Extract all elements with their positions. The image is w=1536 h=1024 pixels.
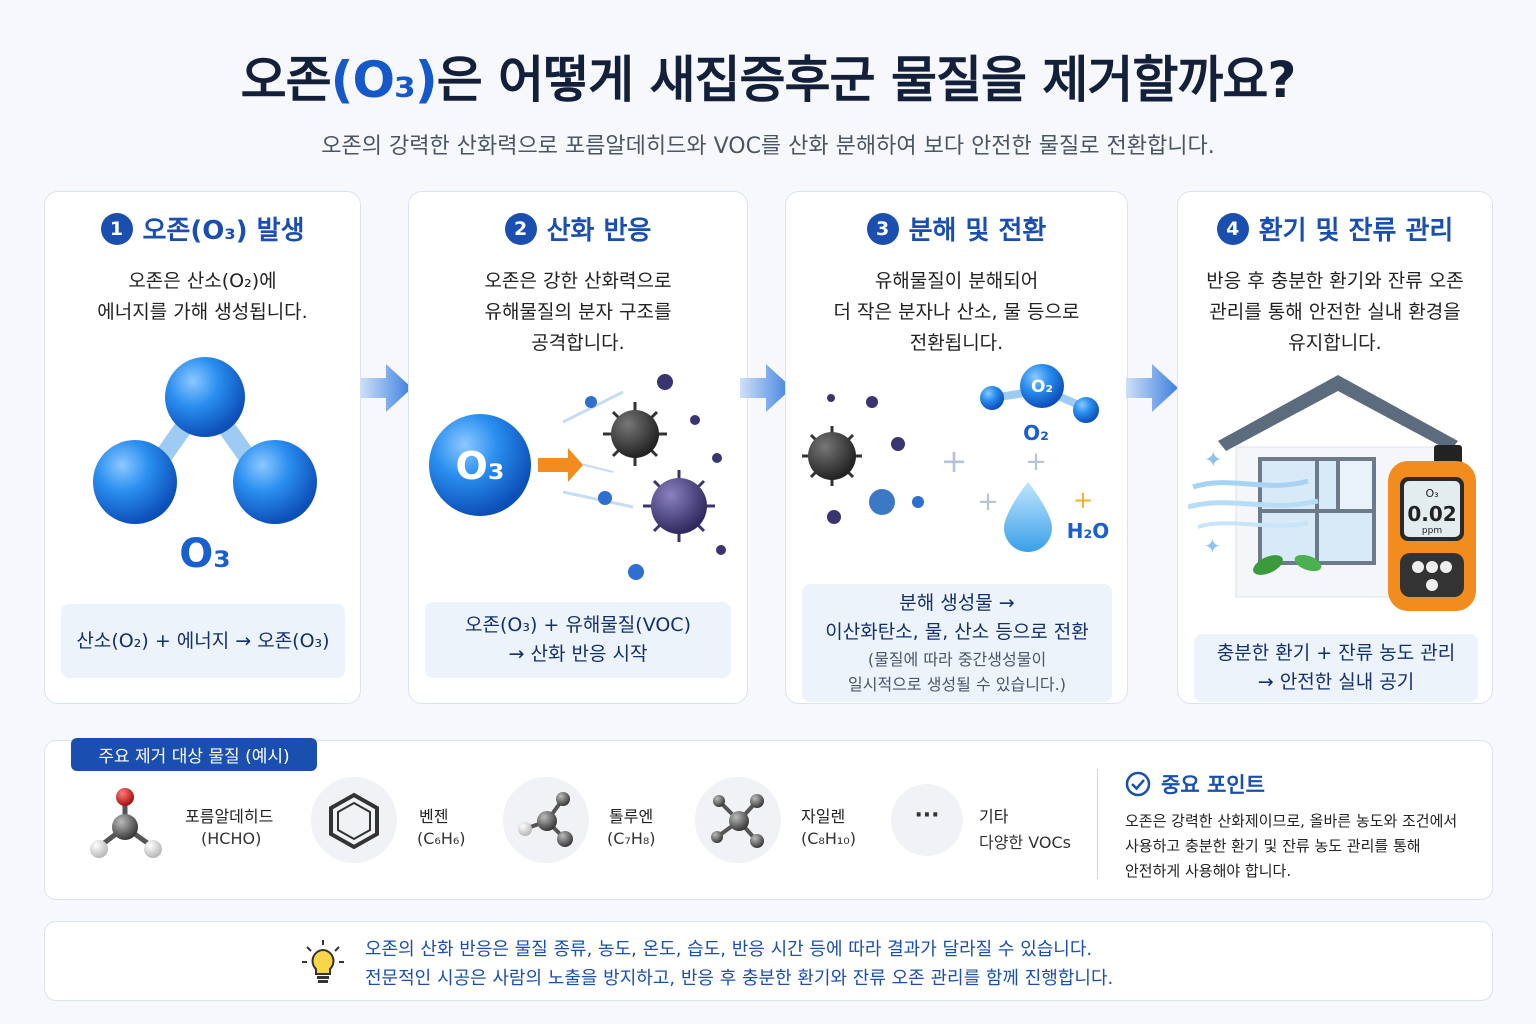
oxidation-reaction-illustration: O₃ [429, 374, 726, 580]
step-4-header: 4 환기 및 잔류 관리 [1178, 210, 1492, 247]
svg-text:+: + [977, 487, 999, 517]
example-benzene: 벤젠 (C₆H₆) [311, 777, 491, 863]
step-2-formula: 오존(O₃) + 유해물질(VOC)→ 산화 반응 시작 [425, 602, 731, 678]
example-toluene: 톨루엔 (C₇H₈) [503, 777, 683, 863]
example-formula: (C₆H₆) [417, 829, 466, 848]
virus-icon [643, 470, 715, 542]
step-number-badge: 1 [100, 212, 133, 245]
step-1-header: 1 오존(O₃) 발생 [45, 210, 360, 247]
svg-text:+: + [1073, 486, 1093, 514]
page-title: 오존(O₃)은 어떻게 새집증후군 물질을 제거할까요? [240, 51, 1297, 109]
title-chem: (O₃) [330, 51, 438, 109]
lightbulb-icon [302, 940, 344, 983]
example-name: 벤젠 [419, 807, 449, 826]
svg-text:✦: ✦ [1204, 534, 1221, 558]
svg-text:H₂O: H₂O [1067, 519, 1110, 543]
example-others: ··· 기타 다양한 VOCs [891, 777, 1081, 863]
step-1-formula: 산소(O₂) + 에너지 → 오존(O₃) [61, 604, 345, 678]
svg-text:✦: ✦ [1204, 448, 1222, 473]
ozone-meter-icon: O₃ 0.02 ppm [1388, 445, 1476, 611]
check-circle-icon [1125, 771, 1151, 797]
example-formula: 다양한 VOCs [979, 833, 1072, 852]
svg-text:O₂: O₂ [1023, 421, 1049, 445]
step-number-badge: 4 [1216, 212, 1249, 245]
example-name: 톨루엔 [609, 807, 654, 826]
page-subtitle: 오존의 강력한 산화력으로 포름알데히드와 VOC를 산화 분해하여 보다 안전… [321, 134, 1215, 159]
examples-tag: 주요 제거 대상 물질 (예시) [71, 738, 317, 771]
svg-text:+: + [941, 442, 968, 480]
house-icon: ✦ ✦ O₃ 0.02 ppm [1188, 375, 1476, 611]
svg-text:ppm: ppm [1422, 526, 1442, 536]
example-formula: (C₇H₈) [607, 829, 656, 848]
step-number-badge: 2 [504, 212, 537, 245]
key-point-title: 중요 포인트 [1125, 769, 1265, 799]
example-formula: (HCHO) [201, 829, 262, 848]
examples-panel: 주요 제거 대상 물질 (예시) 포름알데히드 (HCHO) 벤젠 (C₆H₆) [44, 738, 1493, 900]
virus-icon [802, 426, 862, 486]
arrow-right-icon [1126, 364, 1178, 412]
svg-text:0.02: 0.02 [1407, 502, 1456, 526]
example-xylene: 자일렌 (C₈H₁₀) [695, 777, 875, 863]
water-drop-icon [1004, 482, 1052, 552]
step-4-formula: 충분한 환기 + 잔류 농도 관리→ 안전한 실내 공기 [1194, 634, 1478, 702]
step-3-title: 분해 및 전환 [908, 216, 1047, 246]
svg-text:O₃: O₃ [1425, 487, 1438, 500]
ozone-molecule-icon: O₃ [93, 357, 317, 577]
step-2-header: 2 산화 반응 [409, 210, 747, 247]
example-name: 포름알데히드 [185, 807, 274, 826]
step-2-title: 산화 반응 [546, 216, 652, 246]
decomposition-illustration: + O₂ O₂ + + + H₂O [802, 364, 1110, 552]
svg-text:O₃: O₃ [456, 444, 505, 488]
arrow-right-icon [360, 364, 412, 412]
step-4-title: 환기 및 잔류 관리 [1258, 216, 1454, 246]
arrow-right-icon [740, 364, 792, 412]
divider [1097, 769, 1098, 879]
virus-icon [603, 402, 667, 466]
svg-text:O₂: O₂ [1031, 377, 1053, 397]
svg-text:O₃: O₃ [179, 531, 231, 577]
example-formula: (C₈H₁₀) [801, 829, 856, 848]
benzene-ring-icon [329, 792, 379, 850]
step-3-formula: 분해 생성물 →이산화탄소, 물, 산소 등으로 전환 (물질에 따라 중간생성… [802, 584, 1112, 702]
example-name: 자일렌 [801, 807, 846, 826]
footer-note: 오존의 산화 반응은 물질 종류, 농도, 온도, 습도, 반응 시간 등에 따… [44, 921, 1493, 1001]
step-1-title: 오존(O₃) 발생 [142, 216, 305, 246]
svg-text:+: + [1025, 447, 1047, 477]
example-name: 기타 [979, 807, 1009, 826]
example-circle [891, 784, 963, 856]
step-3-header: 3 분해 및 전환 [786, 210, 1127, 247]
formaldehyde-molecule-icon [90, 788, 162, 858]
ellipsis-icon: ··· [914, 803, 940, 828]
xylene-molecule-icon [711, 794, 764, 848]
step-number-badge: 3 [866, 212, 899, 245]
toluene-molecule-icon [518, 792, 573, 847]
example-formaldehyde: 포름알데히드 (HCHO) [85, 777, 285, 863]
footer-text: 오존의 산화 반응은 물질 종류, 농도, 온도, 습도, 반응 시간 등에 따… [365, 939, 1114, 989]
